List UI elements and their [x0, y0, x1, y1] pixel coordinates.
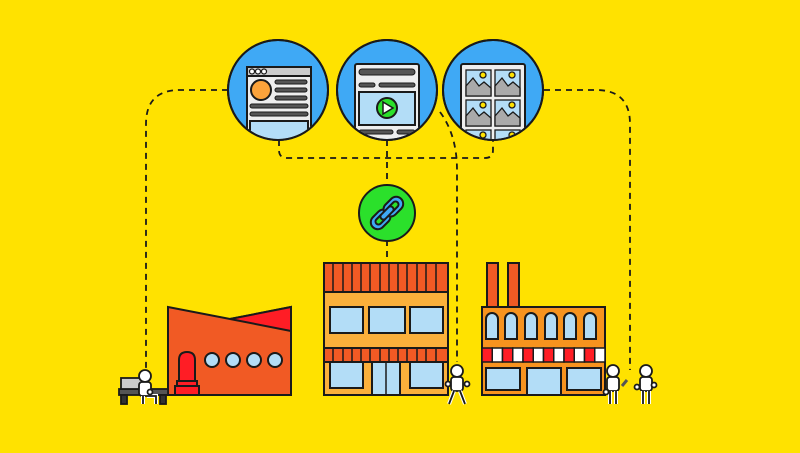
striped-awning	[481, 347, 606, 363]
dashed-connectors	[145, 89, 631, 370]
center-building	[323, 262, 449, 396]
webpage-profile-icon	[227, 39, 329, 141]
chain-link-icon	[358, 184, 416, 242]
left-building	[167, 305, 292, 396]
image-gallery-icon	[442, 39, 544, 141]
webpage-video-icon	[336, 39, 438, 141]
person-on-bench	[118, 369, 169, 405]
person-standing-left	[602, 364, 629, 404]
factory-shop-building	[481, 262, 606, 396]
person-standing-right	[633, 364, 658, 404]
person-walking	[444, 364, 471, 405]
